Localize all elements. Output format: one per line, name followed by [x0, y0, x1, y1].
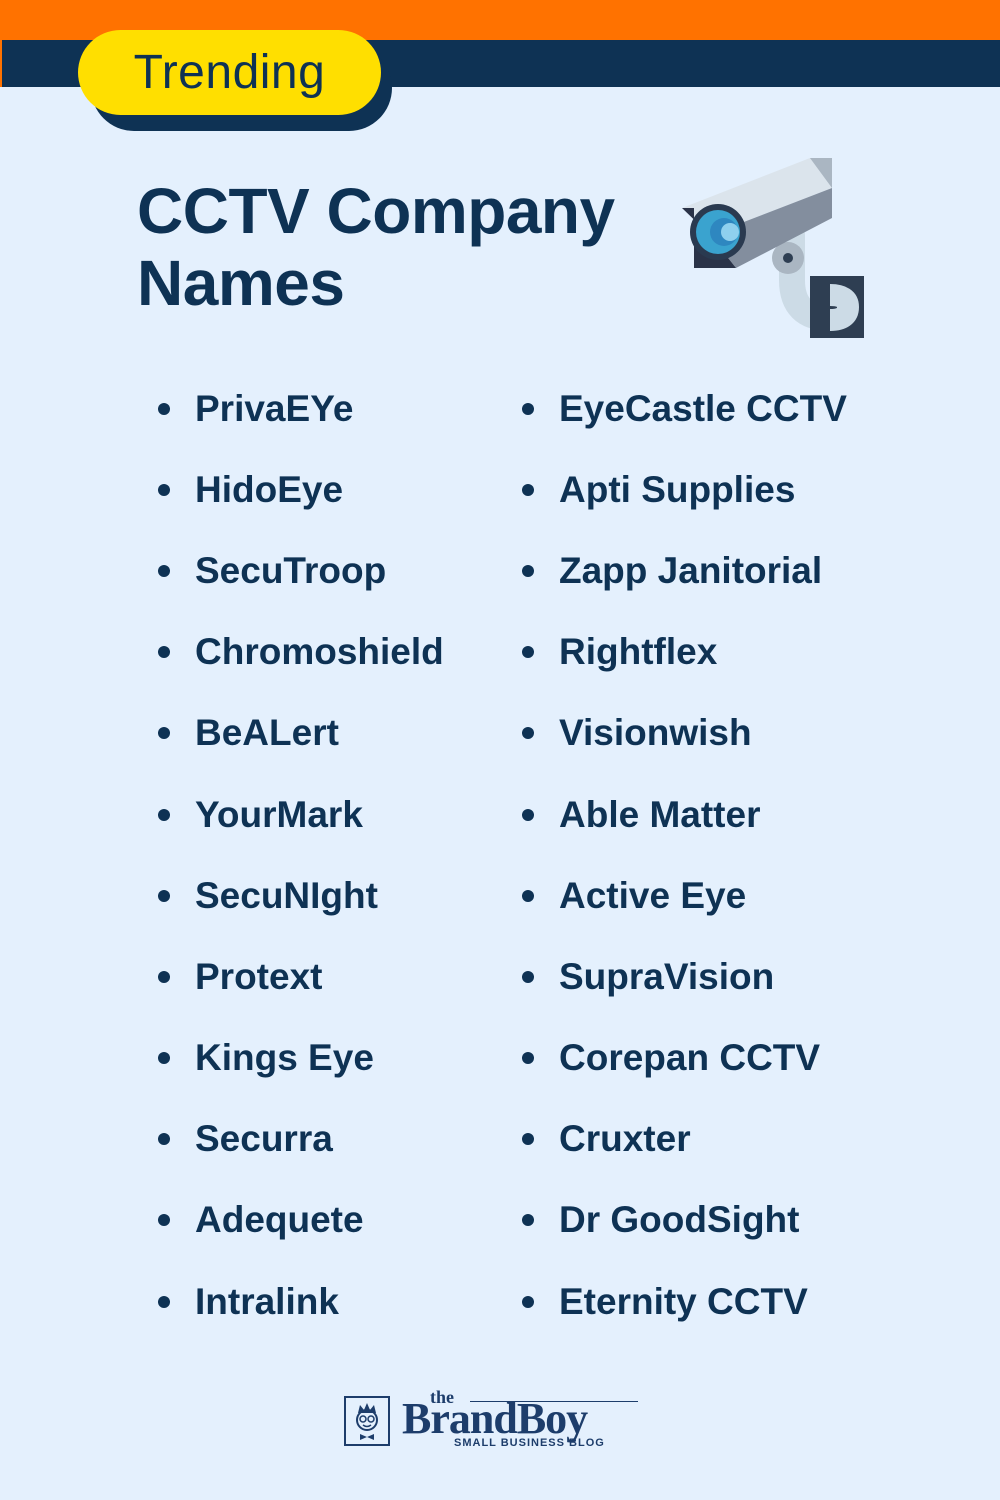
bullet-icon [522, 646, 534, 659]
list-item: Corepan CCTV [522, 1018, 847, 1099]
list-item: EyeCastle CCTV [522, 368, 847, 449]
list-item: Active Eye [522, 855, 847, 936]
cctv-camera-icon [682, 158, 864, 338]
list-item: Eternity CCTV [522, 1261, 847, 1342]
trending-badge: Trending [78, 30, 381, 115]
bullet-icon [522, 483, 534, 496]
list-item: Zapp Janitorial [522, 530, 847, 611]
bullet-icon [522, 1052, 534, 1065]
list-item: Kings Eye [158, 1018, 444, 1099]
list-item: SecuNIght [158, 855, 444, 936]
bullet-icon [158, 970, 170, 983]
bullet-icon [158, 1133, 170, 1146]
list-item: SecuTroop [158, 530, 444, 611]
list-item: SupraVision [522, 936, 847, 1017]
bullet-icon [158, 402, 170, 415]
bullet-icon [522, 970, 534, 983]
bullet-icon [522, 564, 534, 577]
bullet-icon [522, 1133, 534, 1146]
bullet-icon [158, 727, 170, 740]
list-item: PrivaEYe [158, 368, 444, 449]
list-item: Securra [158, 1099, 444, 1180]
bullet-icon [522, 727, 534, 740]
list-item: Intralink [158, 1261, 444, 1342]
bullet-icon [158, 646, 170, 659]
list-item: BeALert [158, 693, 444, 774]
title-line-1: CCTV Company [137, 175, 615, 247]
title-line-2: Names [137, 247, 345, 319]
list-item: Apti Supplies [522, 449, 847, 530]
bullet-icon [522, 1214, 534, 1227]
logo-tagline: SMALL BUSINESS BLOG [454, 1437, 605, 1449]
logo-the: the [430, 1387, 454, 1407]
list-item: Adequete [158, 1180, 444, 1261]
list-item: Chromoshield [158, 612, 444, 693]
list-item: Cruxter [522, 1099, 847, 1180]
list-item: Dr GoodSight [522, 1180, 847, 1261]
bullet-icon [158, 889, 170, 902]
list-item: HidoEye [158, 449, 444, 530]
list-item: YourMark [158, 774, 444, 855]
bullet-icon [158, 483, 170, 496]
bullet-icon [158, 808, 170, 821]
list-item: Rightflex [522, 612, 847, 693]
bullet-icon [522, 808, 534, 821]
bullet-icon [158, 1214, 170, 1227]
logo-brand: BrandBoy [402, 1394, 588, 1443]
list-item: Visionwish [522, 693, 847, 774]
brandboy-logo: the BrandBoy SMALL BUSINESS BLOG [344, 1387, 644, 1452]
list-item: Protext [158, 936, 444, 1017]
logo-divider [470, 1401, 638, 1402]
names-list-left: PrivaEYe HidoEye SecuTroop Chromoshield … [158, 368, 444, 1342]
bullet-icon [522, 402, 534, 415]
bullet-icon [158, 564, 170, 577]
mascot-icon [344, 1396, 390, 1446]
bullet-icon [158, 1295, 170, 1308]
list-item: Able Matter [522, 774, 847, 855]
bullet-icon [522, 889, 534, 902]
bullet-icon [522, 1295, 534, 1308]
page-title: CCTV Company Names [137, 175, 615, 319]
names-list-right: EyeCastle CCTV Apti Supplies Zapp Janito… [522, 368, 847, 1342]
bullet-icon [158, 1052, 170, 1065]
